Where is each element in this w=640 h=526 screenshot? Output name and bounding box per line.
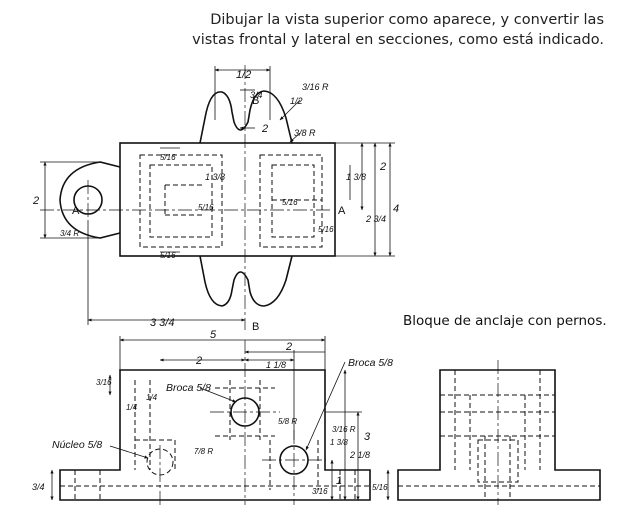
dim-2-slot: 2 [261,123,268,135]
top-lug [199,90,293,144]
front-view-labels: 5 2 2 1 1/8 3/16 1/4 1/4 3/4 Broca 5/8 B… [32,329,393,496]
side-view-outline [397,369,601,501]
bottom-lug [199,255,293,307]
dim-5: 5 [210,329,217,341]
top-view-labels: 1/2 3/4 3/16 R 1/2 2 3/8 R 5/16 5/16 5/1… [32,69,399,333]
dim-radius-3-16: 3/16 R [302,82,329,92]
dim-5-16-a: 5/16 [160,153,176,162]
instructions-line-2: vistas frontal y lateral en secciones, c… [192,32,604,48]
side-view-hidden-lines [398,370,600,500]
dim-3-4-left: 3/4 [32,482,45,492]
dim-3: 3 [364,431,371,443]
dim-3-4-r: 3/4 R [60,229,79,238]
dim-1-3-8-left: 1 3/8 [205,172,225,182]
side-view [397,369,601,501]
dim-5-8-r: 5/8 R [278,417,297,426]
dim-3-3-4-bottom: 3 3/4 [150,317,174,329]
dim-1-1-8: 1 1/8 [266,360,286,370]
dim-3-16-bottom: 3/16 [312,487,328,496]
dim-radius-3-8: 3/8 R [294,128,316,138]
top-view-dimensions [40,66,395,325]
dim-section-small: 5/16 [318,225,334,234]
nucleo: Núcleo 5/8 [52,439,102,451]
broca-center: Broca 5/8 [166,382,211,394]
label-b-top: B [252,95,259,107]
top-view [59,90,336,307]
label-a-left: A [72,205,80,217]
left-ear [59,161,121,239]
dim-3-4-top: 3/4 [250,90,263,100]
dim-7-8-r: 7/8 R [194,447,213,456]
dim-2-left: 2 [32,195,39,207]
front-view-outline [59,369,371,501]
dim-2-1-8: 2 1/8 [349,450,370,460]
front-view-hidden-lines [60,380,370,500]
dim-5-16-d: 5/16 [160,251,176,260]
front-view-dimensions [50,336,390,501]
dim-2-3-4: 2 3/4 [365,214,386,224]
instructions-text: Dibujar la vista superior como aparece, … [134,10,604,50]
instructions-line-1: Dibujar la vista superior como aparece, … [210,12,604,28]
dim-1: 1 [336,475,342,487]
dim-5-16-c: 5/16 [282,198,298,207]
figure-caption: Bloque de anclaje con pernos. [403,313,607,329]
dim-1-2-right: 1/2 [290,96,303,106]
top-view-body [119,142,336,257]
dim-5-16-b: 5/16 [198,203,214,212]
front-view [59,369,371,501]
label-a-right: A [338,205,346,217]
dim-2-right: 2 [379,161,386,173]
dim-1-3-8: 1 3/8 [330,438,348,447]
dim-5-16-side: 5/16 [372,483,388,492]
dim-1-4-b: 1/4 [146,393,158,402]
label-b-bottom: B [252,321,259,333]
broca-right: Broca 5/8 [348,357,393,369]
top-view-center-lines [40,65,330,330]
dim-top-half: 1/2 [236,69,251,81]
front-view-center-lines [159,340,326,505]
dim-2-right-front: 2 [285,341,292,353]
dim-1-4-a: 1/4 [126,403,138,412]
dim-1-3-8-right: 1 3/8 [346,172,366,182]
dim-2-left-front: 2 [195,355,202,367]
dim-4: 4 [393,203,399,215]
dim-3-16-top: 3/16 [96,378,112,387]
dim-3-16-r: 3/16 R [332,425,356,434]
